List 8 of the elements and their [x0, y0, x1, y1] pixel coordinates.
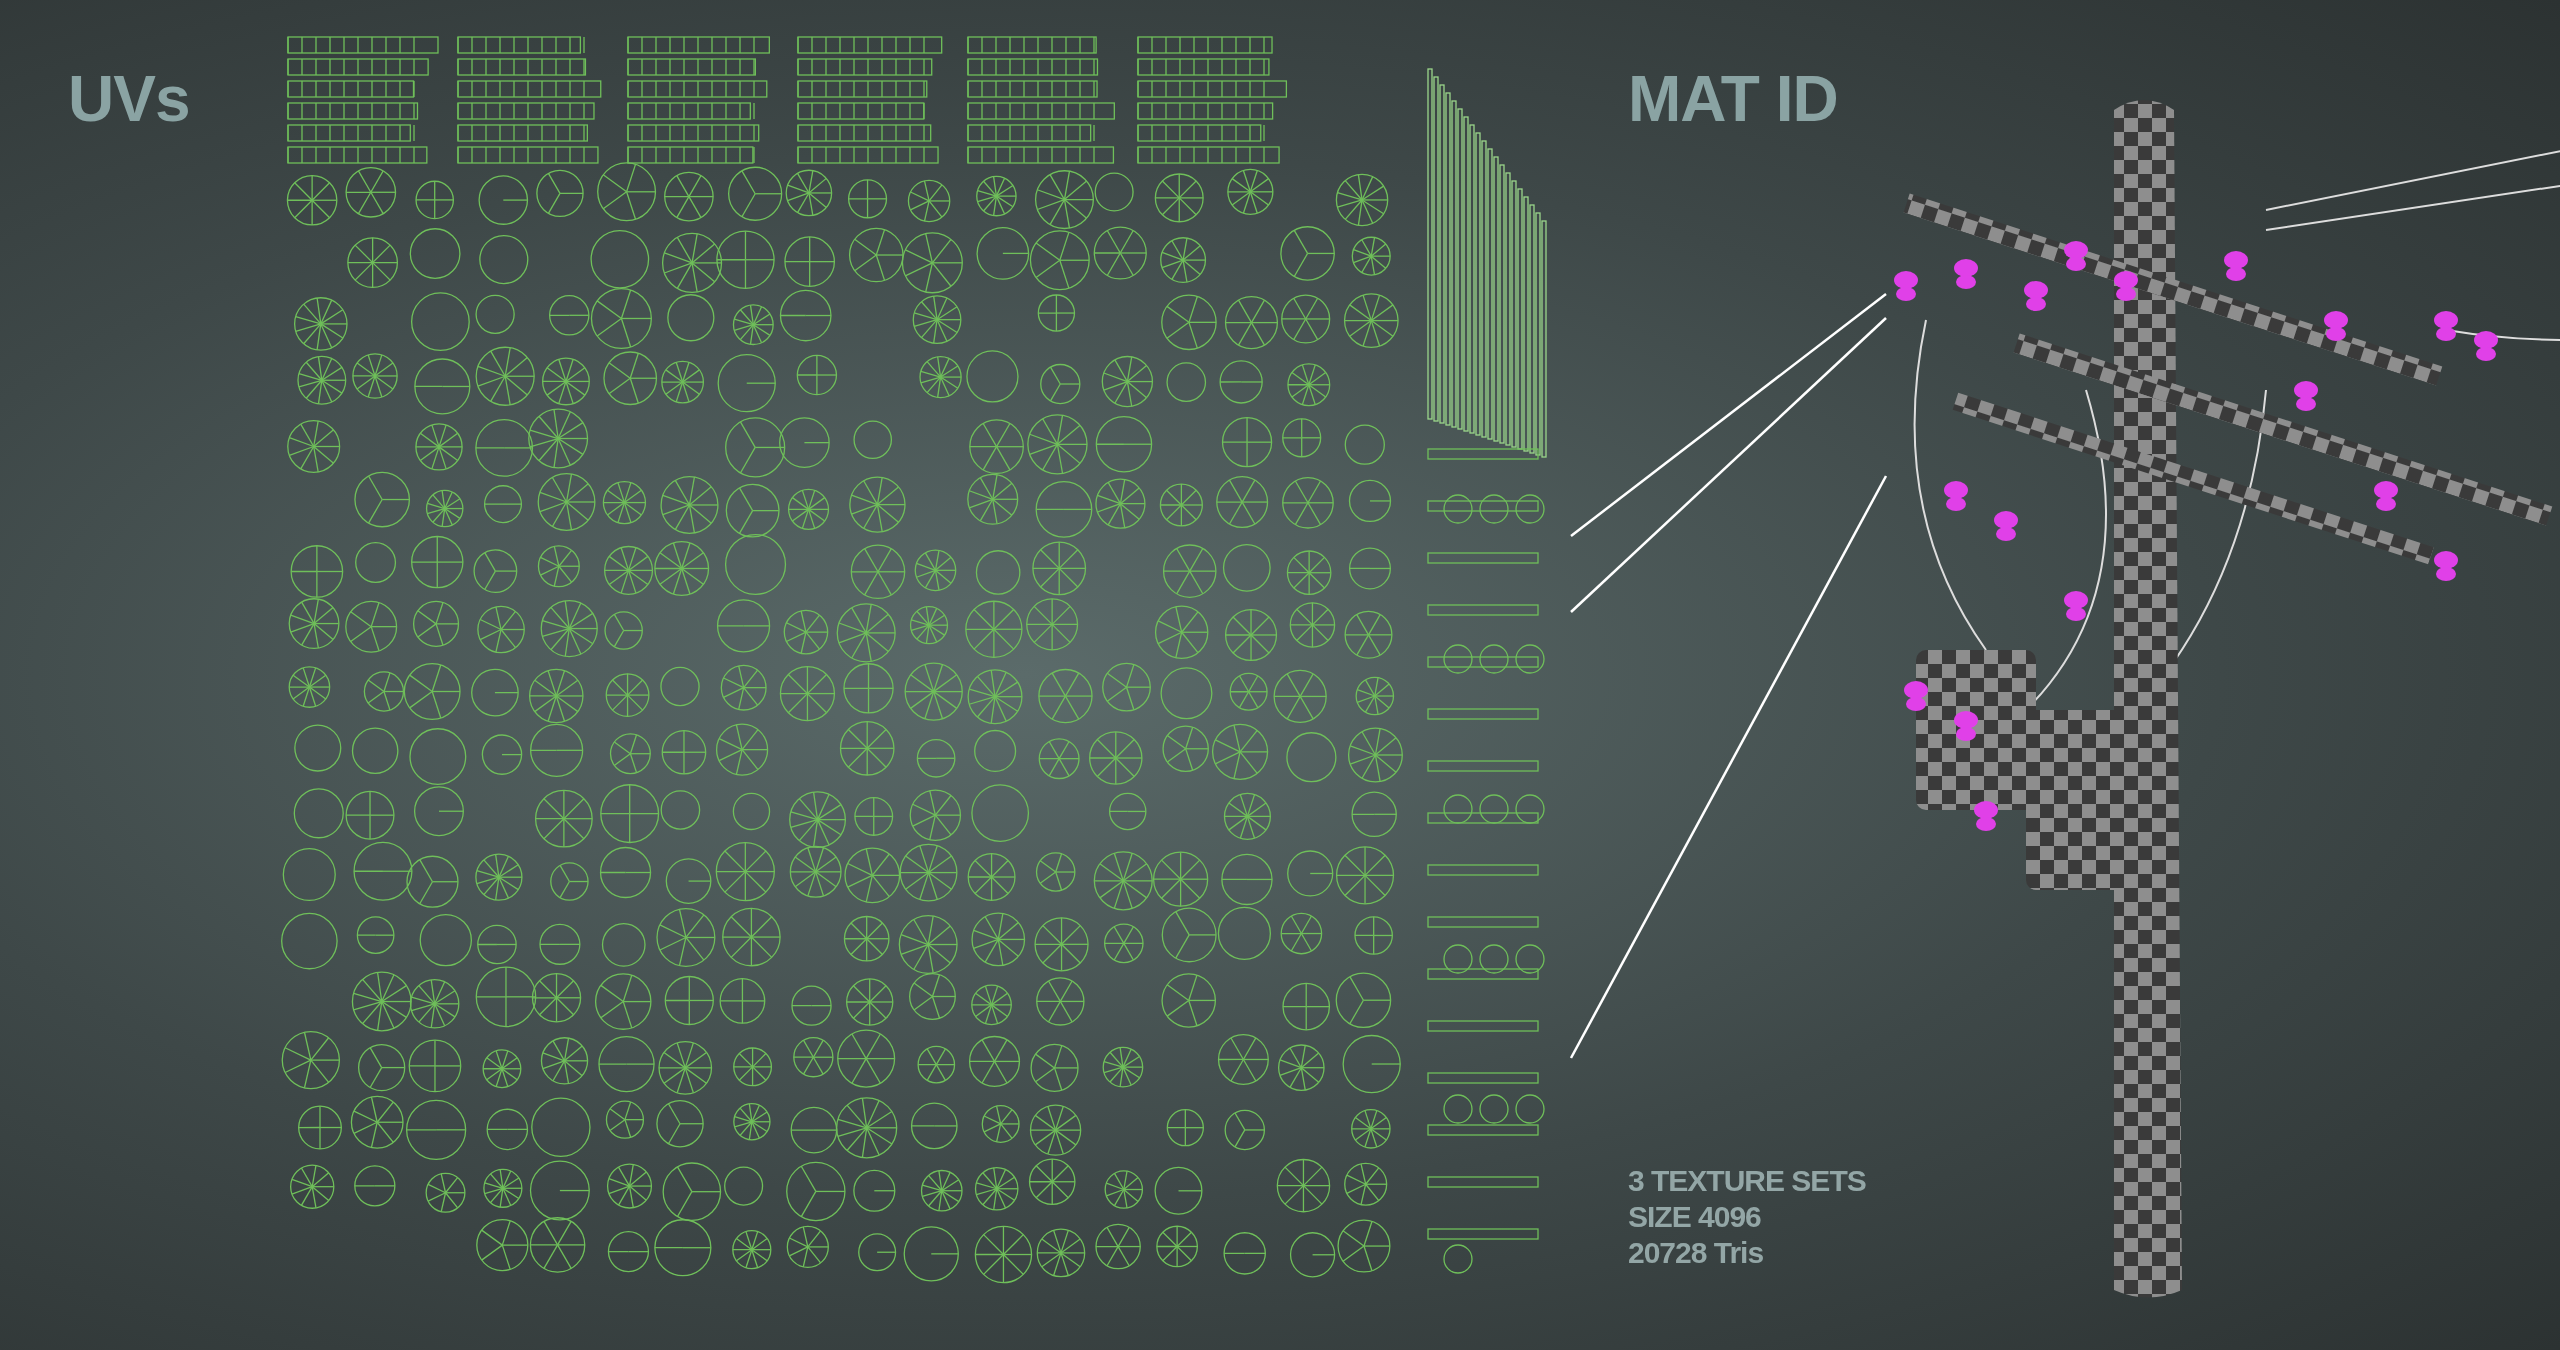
spec-text: 3 TEXTURE SETS: [1628, 1164, 1866, 1198]
panel-heading: UVs: [68, 62, 190, 136]
leader-line: [1570, 293, 1887, 537]
spec-text: SIZE 4096: [1628, 1200, 1761, 1234]
leader-line: [1570, 317, 1887, 613]
leader-line: [1569, 475, 1888, 1059]
panel-heading: MAT ID: [1628, 62, 1838, 136]
spec-text: 20728 Tris: [1628, 1236, 1764, 1270]
